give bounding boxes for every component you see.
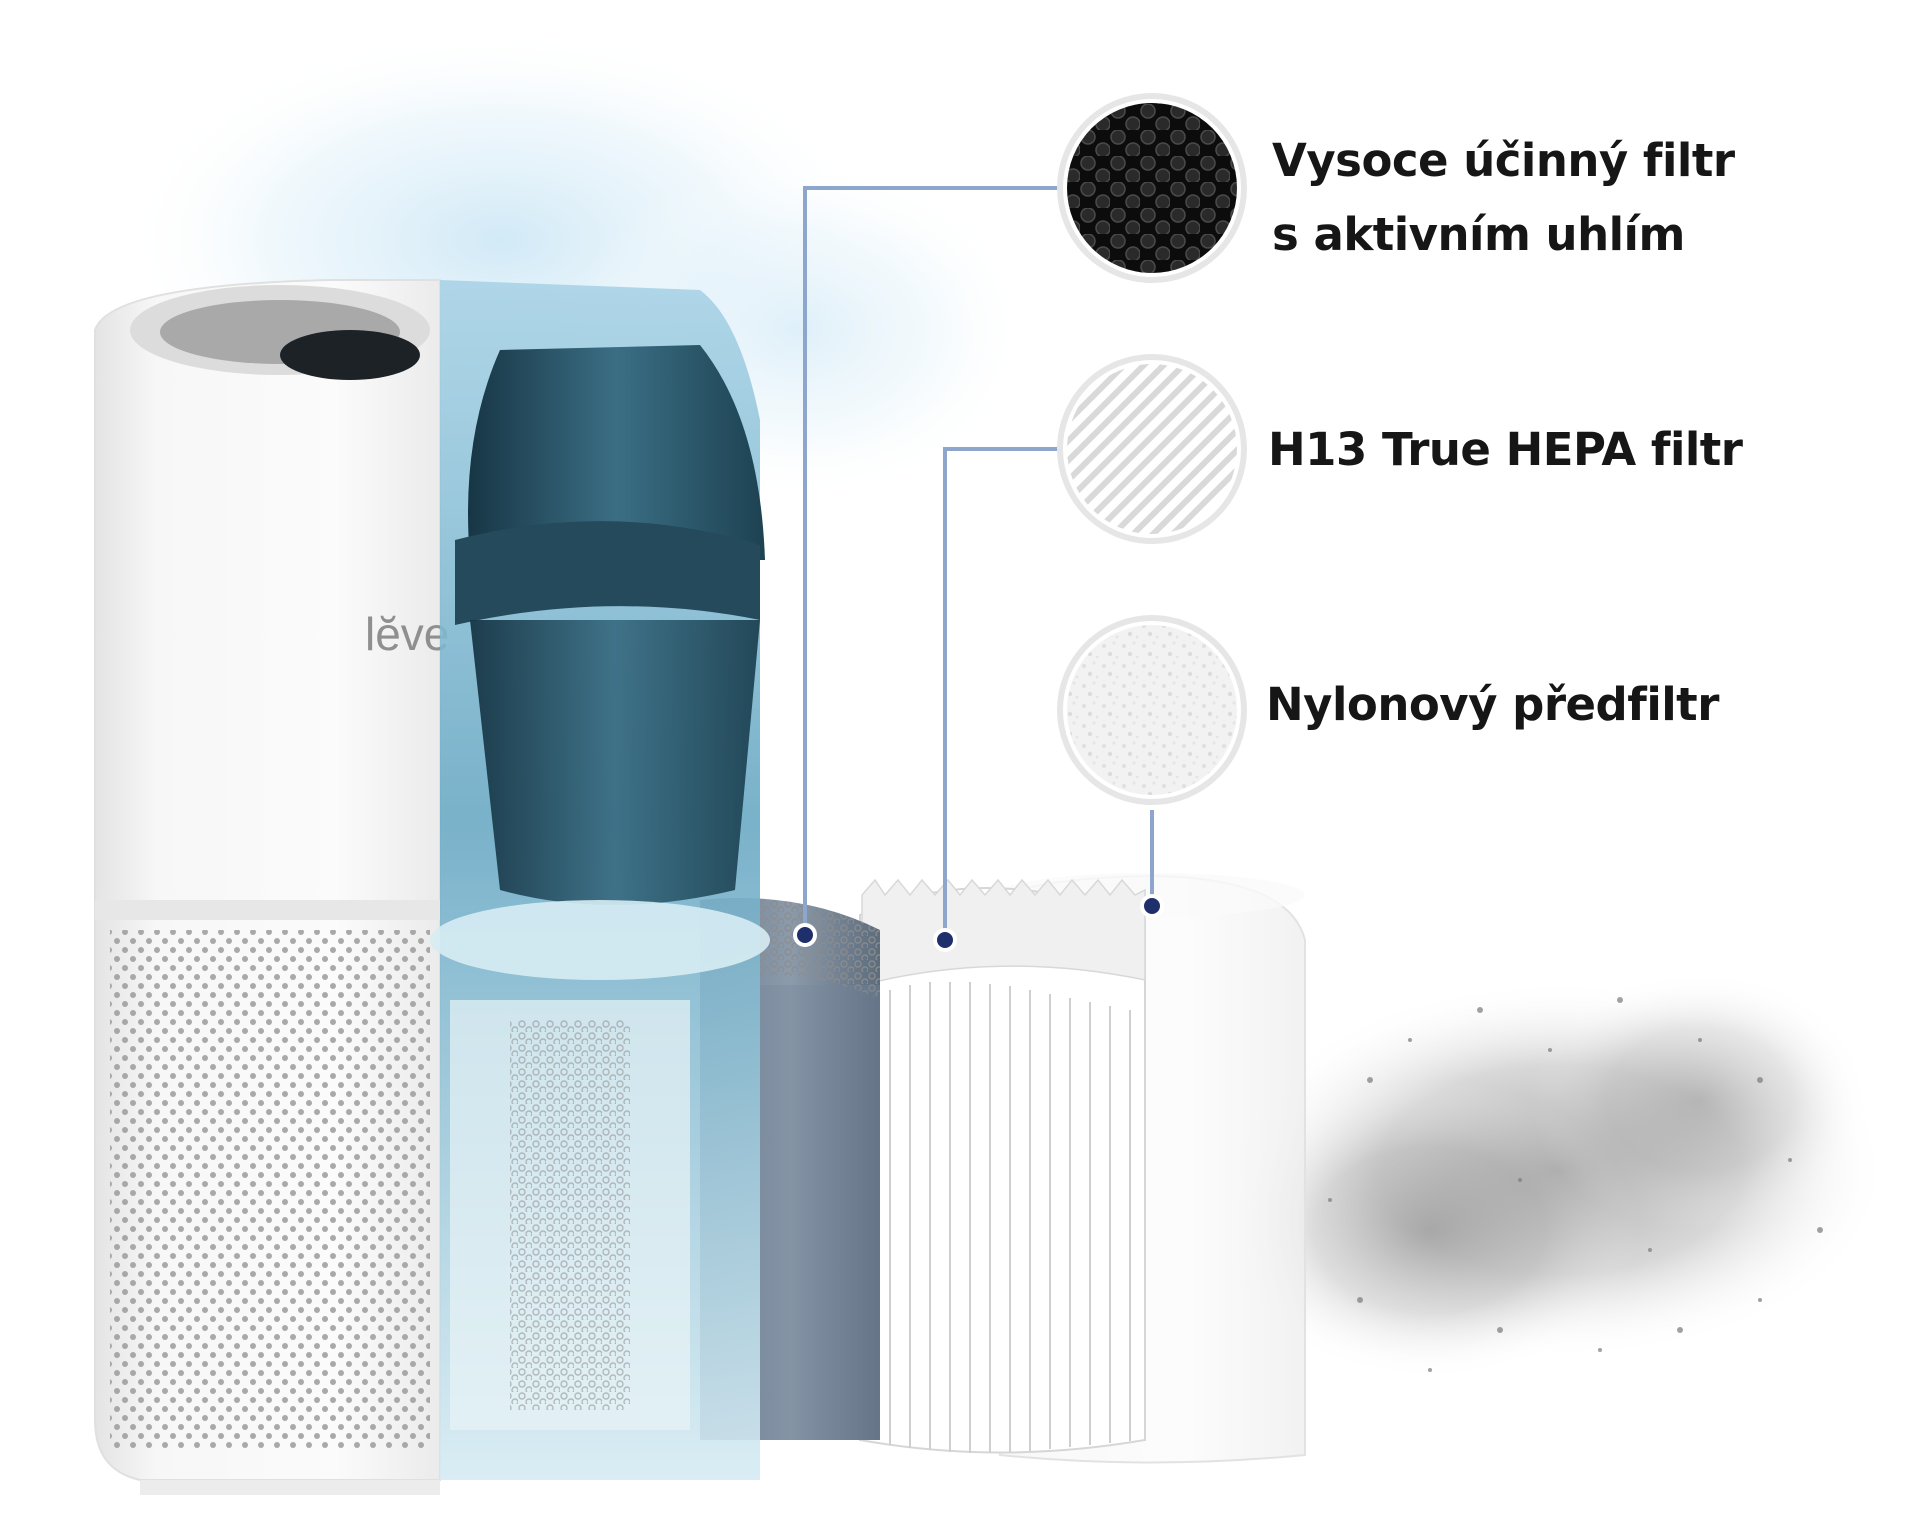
- hepa-filter-label: H13 True HEPA filtr: [1268, 423, 1743, 476]
- callout-lines: [803, 186, 1154, 940]
- brand-logo: lĕve: [365, 608, 449, 660]
- hepa-filter-cylinder: [859, 878, 1146, 1454]
- callout-dots: [793, 894, 1164, 952]
- carbon-filter-label: Vysoce účinný filtr s aktivním uhlím: [1272, 134, 1735, 261]
- fiber-prefilter-icon: [1057, 615, 1247, 805]
- honeycomb-carbon-icon: [1057, 93, 1247, 283]
- air-purifier-body: lĕve: [94, 279, 449, 1495]
- prefilter-label: Nylonový předfiltr: [1266, 678, 1719, 731]
- pleated-hepa-icon: [1057, 354, 1247, 544]
- dust-cloud: [1220, 970, 1890, 1380]
- purifier-cutaway-interior: [430, 280, 770, 1480]
